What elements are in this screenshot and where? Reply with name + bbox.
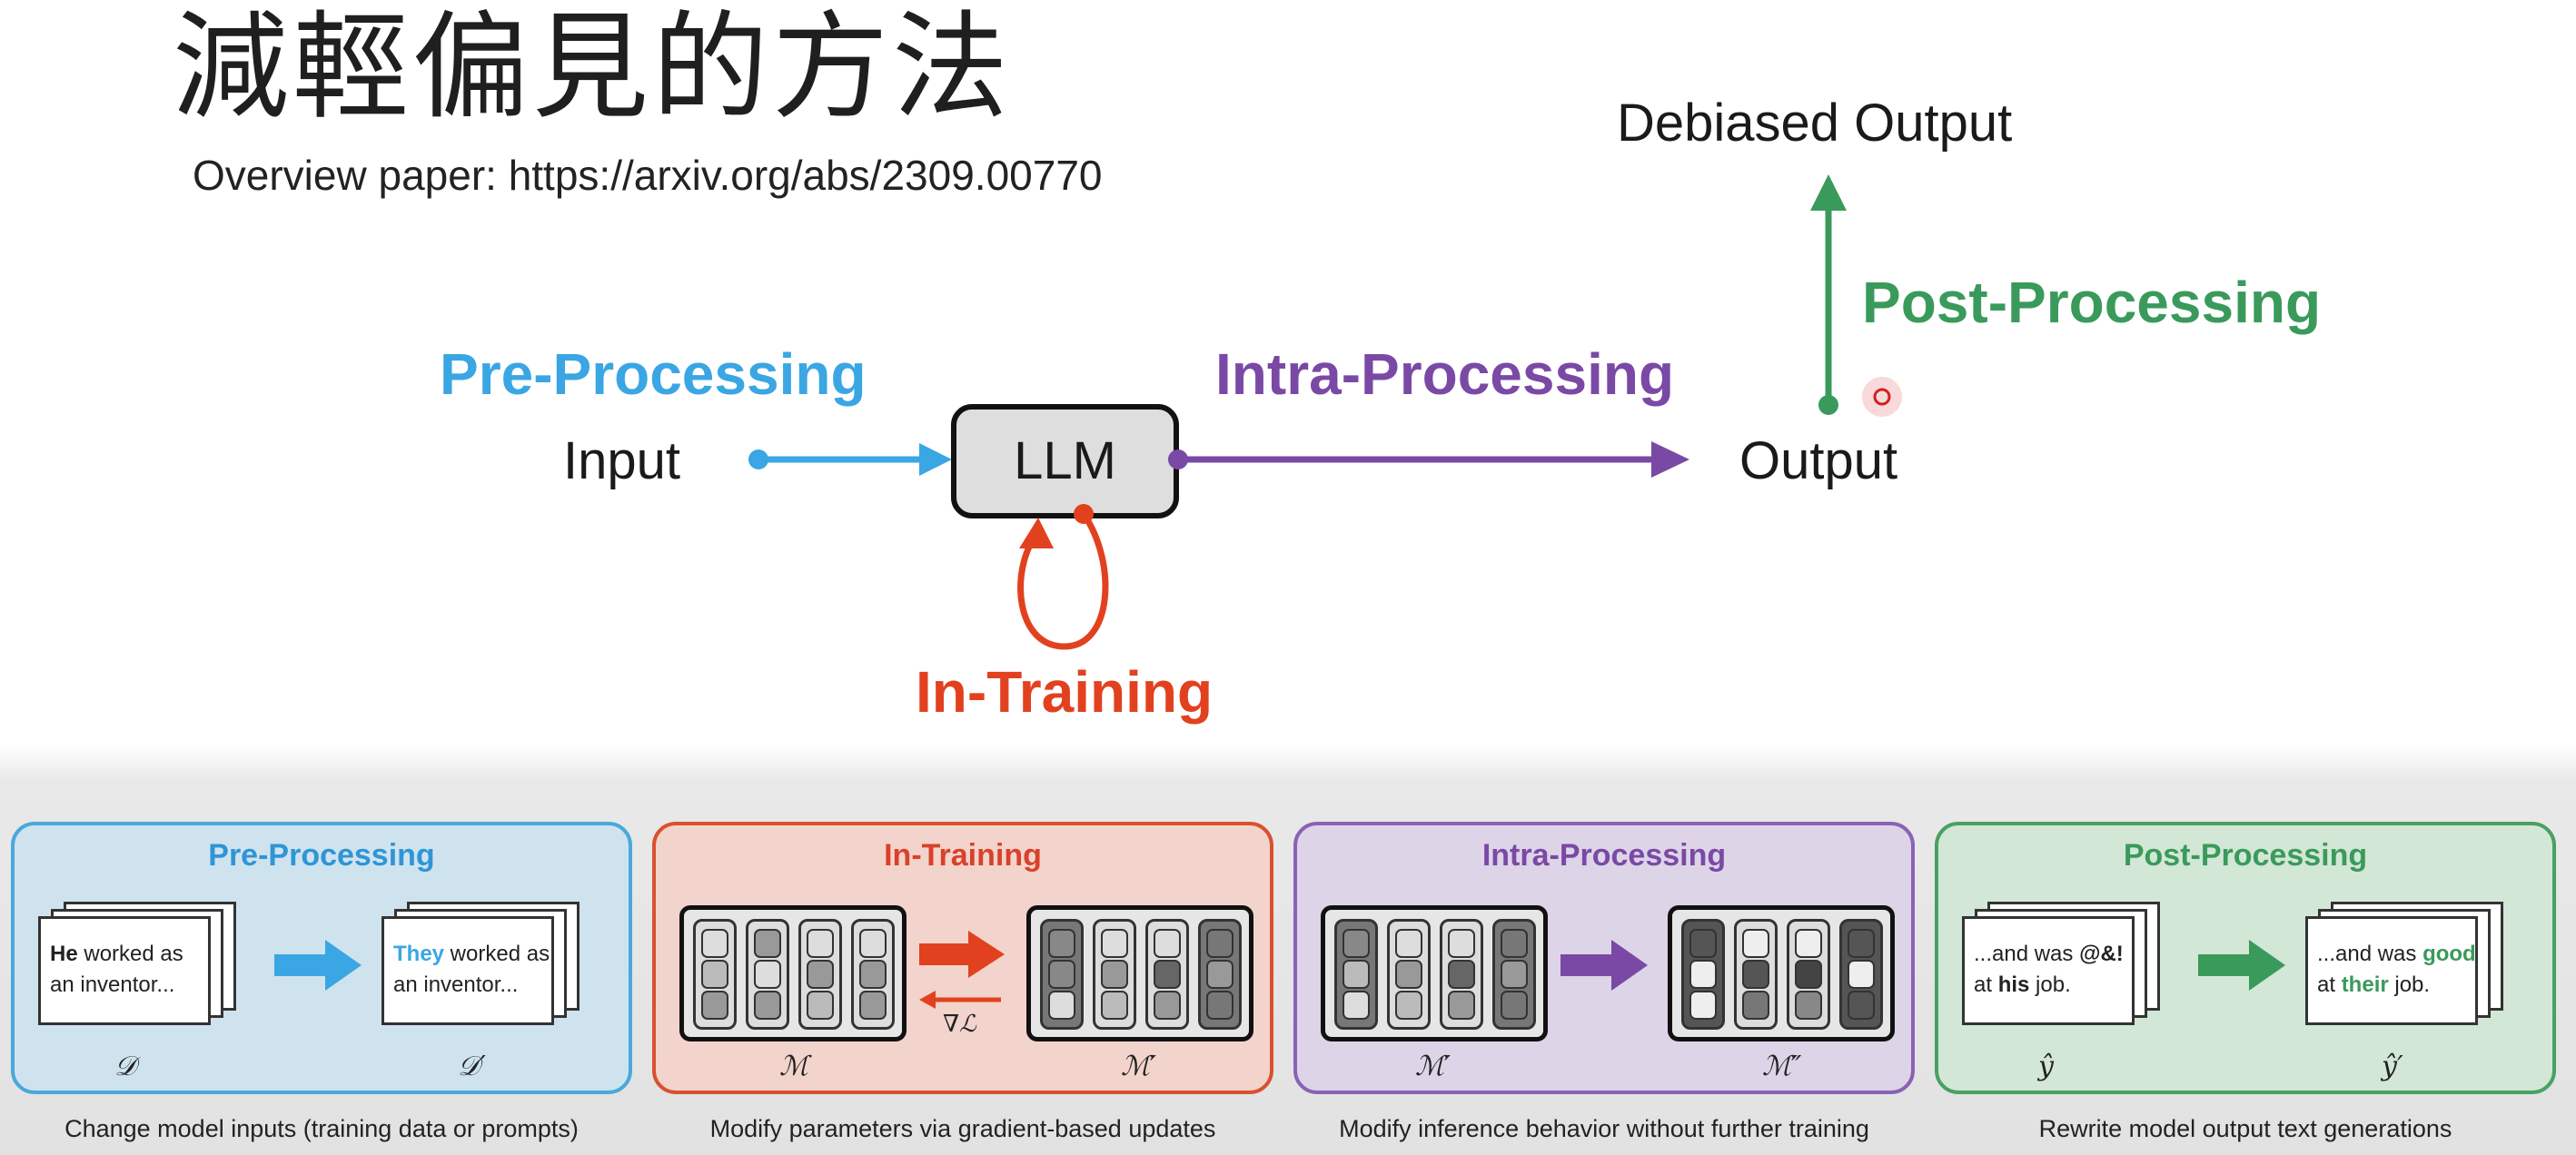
bias-mitigation-flow-diagram xyxy=(748,174,1902,650)
model-weights-modified xyxy=(1668,905,1895,1041)
model-double-prime-symbol: ℳ″ xyxy=(1762,1051,1802,1082)
caption-post-processing: Rewrite model output text generations xyxy=(2038,1115,2452,1142)
model-symbol: ℳ xyxy=(779,1051,809,1082)
model-prime-symbol: ℳ′ xyxy=(1415,1051,1451,1082)
neutral-pronoun: their xyxy=(2341,972,2389,997)
arrow-right-icon xyxy=(274,940,362,991)
panel-title: Intra-Processing xyxy=(1481,838,1727,873)
output-symbol: ŷ xyxy=(2038,1051,2054,1082)
biased-pronoun: He xyxy=(50,942,78,966)
doc-text: at xyxy=(2317,972,2342,997)
debiased-output-label: Debiased Output xyxy=(1617,94,2013,153)
page-title: 減輕偏見的方法 xyxy=(173,0,1013,135)
intra-processing-label: Intra-Processing xyxy=(1215,341,1675,407)
panel-title: In-Training xyxy=(884,838,1042,873)
dataset-symbol: 𝒟 xyxy=(114,1051,136,1082)
in-training-label: In-Training xyxy=(916,659,1214,725)
arrow-right-icon xyxy=(2198,940,2285,991)
in-training-loop xyxy=(1017,512,1109,650)
overview-paper-reference[interactable]: Overview paper: https://arxiv.org/abs/23… xyxy=(193,152,1103,199)
doc-text: job. xyxy=(2029,972,2071,997)
llm-node-label: LLM xyxy=(1014,431,1116,490)
debiased-arrowhead xyxy=(1810,174,1847,211)
input-node-label: Input xyxy=(563,431,680,490)
model-weights-before xyxy=(679,905,907,1041)
output-arrowhead xyxy=(1651,441,1689,478)
panel-in-training: In-Training ∇ℒ ℳ ℳ′ xyxy=(652,822,1273,1094)
doc-text: worked as an inventor... xyxy=(50,942,183,997)
doc-text: job. xyxy=(2388,972,2431,997)
pre-processing-label: Pre-Processing xyxy=(440,341,867,407)
biased-pronoun: his xyxy=(1997,972,2030,997)
panel-pre-processing: Pre-Processing He worked as an inventor.… xyxy=(11,822,632,1094)
cursor-icon xyxy=(1873,388,1891,406)
neutral-pronoun: They xyxy=(393,942,445,966)
doc-text: ...and was xyxy=(2317,942,2423,966)
caption-in-training: Modify parameters via gradient-based upd… xyxy=(709,1115,1216,1142)
in-training-dot xyxy=(1074,504,1094,524)
doc-text: at xyxy=(1974,972,1998,997)
original-data-document: He worked as an inventor... xyxy=(38,902,238,1025)
in-training-arrowhead xyxy=(1019,518,1054,548)
doc-text: ...and was xyxy=(1974,942,2080,966)
output-prime-symbol: ŷ′ xyxy=(2382,1051,2403,1082)
dataset-prime-symbol: 𝒟′ xyxy=(458,1051,486,1082)
model-weights-before xyxy=(1321,905,1548,1041)
offensive-word: @&! xyxy=(2079,942,2124,966)
cursor-highlight xyxy=(1862,377,1902,417)
caption-intra-processing: Modify inference behavior without furthe… xyxy=(1339,1115,1869,1142)
rewritten-output-document: ...and was good at their job. xyxy=(2305,902,2505,1025)
gradient-loss-symbol: ∇ℒ xyxy=(943,1011,976,1038)
original-output-document: ...and was @&! at his job. xyxy=(1962,902,2162,1025)
debiased-data-document: They worked as an inventor... xyxy=(381,902,581,1025)
gradient-update-arrows xyxy=(919,931,1005,1009)
arrow-right-icon xyxy=(1560,940,1648,991)
panel-title: Pre-Processing xyxy=(208,838,435,873)
post-processing-label: Post-Processing xyxy=(1862,270,2322,335)
panel-title: Post-Processing xyxy=(2123,838,2368,873)
panel-post-processing: Post-Processing ...and was @&! at his jo… xyxy=(1935,822,2556,1094)
output-node-label: Output xyxy=(1739,431,1898,490)
model-prime-symbol: ℳ′ xyxy=(1121,1051,1156,1082)
model-weights-after xyxy=(1026,905,1253,1041)
caption-pre-processing: Change model inputs (training data or pr… xyxy=(64,1115,579,1142)
doc-text: worked as an inventor... xyxy=(393,942,550,997)
panel-intra-processing: Intra-Processing ℳ′ ℳ″ xyxy=(1293,822,1915,1094)
input-arrowhead xyxy=(919,443,952,476)
replaced-word: good xyxy=(2422,942,2476,966)
